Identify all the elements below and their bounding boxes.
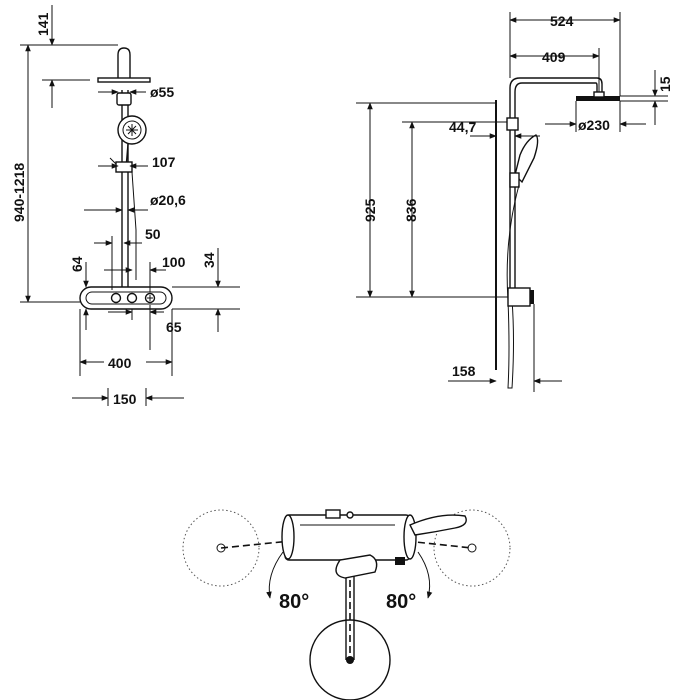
connector-block <box>325 509 341 519</box>
dim-label-64: 64 <box>69 256 85 272</box>
thermostat-body-top <box>284 514 411 561</box>
hand-shower-top <box>409 514 467 536</box>
slider <box>115 161 133 173</box>
hose <box>131 171 137 280</box>
thermostat-knob-side <box>530 290 534 304</box>
valve-knob <box>395 557 405 565</box>
angle-arc-left <box>266 551 284 599</box>
head-right-center <box>467 543 477 553</box>
angle-label-left: 80° <box>279 591 309 613</box>
thermostat-side <box>507 287 531 307</box>
top-view: 80° 80° <box>182 509 511 700</box>
thermostat-cap-right <box>403 514 417 560</box>
dim-label-15: 15 <box>657 76 673 92</box>
slider-side <box>509 172 520 188</box>
head-connector <box>116 92 132 106</box>
dim-label-100: 100 <box>162 254 186 270</box>
overhead-shower-head <box>97 77 151 83</box>
dim-label-409: 409 <box>542 49 566 65</box>
dim-label-55: ø55 <box>150 84 174 100</box>
pivot-point <box>346 511 354 519</box>
thermostat-panel <box>79 286 173 310</box>
hand-shower-face <box>122 120 142 140</box>
angle-label-right: 80° <box>386 591 416 613</box>
spout <box>335 554 378 579</box>
side-view: 524 409 15 ø230 44,7 925 836 158 <box>356 12 673 392</box>
dim-label-150: 150 <box>113 391 137 407</box>
control-knob-2 <box>126 292 138 304</box>
dim-label-141: 141 <box>35 12 51 36</box>
plus-icon <box>147 295 153 301</box>
thermostat-panel-inner <box>85 291 167 305</box>
front-view: 141 940-1218 ø55 107 ø20,6 50 64 100 34 … <box>11 5 240 407</box>
dim-label-107: 107 <box>152 154 176 170</box>
dim-label-20-6: ø20,6 <box>150 192 186 208</box>
dim-label-158: 158 <box>452 363 476 379</box>
shower-arm-outer <box>509 77 603 96</box>
shower-arm-inner <box>514 82 598 96</box>
arm-swivel-lines <box>220 534 473 549</box>
dim-label-total-height: 940-1218 <box>11 163 27 222</box>
hose-side <box>506 184 520 389</box>
dim-label-400: 400 <box>108 355 132 371</box>
wall-bracket <box>506 117 519 131</box>
dim-label-230: ø230 <box>578 117 610 133</box>
dim-label-836: 836 <box>403 198 419 222</box>
dim-label-50: 50 <box>145 226 161 242</box>
dim-label-925: 925 <box>362 198 378 222</box>
head-joint <box>593 91 605 98</box>
overhead-shower-head <box>576 96 620 101</box>
thermostat-cap-left <box>281 514 295 560</box>
head-center-dot <box>346 656 354 664</box>
dim-label-524: 524 <box>550 13 574 29</box>
slider-knob <box>109 157 117 165</box>
shower-arm-top <box>117 47 131 80</box>
head-position-right <box>433 509 511 587</box>
dim-label-34: 34 <box>201 252 217 268</box>
head-position-left <box>182 509 260 587</box>
angle-arc-right <box>417 551 433 599</box>
dim-label-44-7: 44,7 <box>449 119 476 135</box>
control-knob-1 <box>110 292 122 304</box>
dim-label-65: 65 <box>166 319 182 335</box>
hand-shower-spray-icon <box>126 124 138 136</box>
hand-shower-profile <box>514 134 539 184</box>
